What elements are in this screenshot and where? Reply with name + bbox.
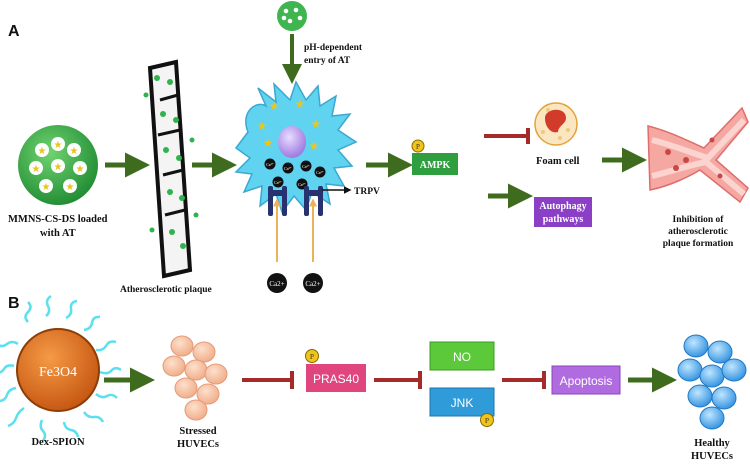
svg-text:Ca²⁺: Ca²⁺ <box>266 162 274 167</box>
at-nanoparticle-icon <box>277 1 307 31</box>
svg-text:★: ★ <box>295 97 306 111</box>
svg-text:★: ★ <box>70 146 79 157</box>
svg-text:★: ★ <box>263 136 274 150</box>
svg-text:Ca²⁺: Ca²⁺ <box>316 170 324 175</box>
phospho-jnk-label: P <box>485 416 489 425</box>
svg-text:Ca2+: Ca2+ <box>269 280 284 288</box>
svg-text:★: ★ <box>257 119 268 133</box>
no-box <box>429 341 495 371</box>
svg-text:★: ★ <box>311 117 322 131</box>
entry-label-1: pH-dependent <box>304 43 363 53</box>
no-label: NO <box>453 350 471 364</box>
core-label: Fe3O4 <box>39 365 77 380</box>
healthy-label-2: HUVECs <box>691 451 733 462</box>
svg-text:★: ★ <box>54 140 63 151</box>
svg-text:★: ★ <box>38 146 47 157</box>
vessel-plaque-icon <box>143 59 199 279</box>
ampk-label: AMPK <box>420 160 451 171</box>
phospho-ampk-label: P <box>416 143 420 151</box>
jnk-box <box>429 387 495 417</box>
stressed-huvecs-icon <box>162 335 228 421</box>
spion-label: Dex-SPION <box>31 437 84 448</box>
panel-a-letter: A <box>8 23 20 40</box>
svg-text:★: ★ <box>269 99 280 113</box>
pras40-label: PRAS40 <box>313 372 359 386</box>
calcium-ion-2: Ca2+ <box>303 273 323 293</box>
apoptosis-box <box>551 365 621 395</box>
foam-cell-label: Foam cell <box>536 156 580 167</box>
jnk-label: JNK <box>451 396 474 410</box>
panel-b-letter: B <box>8 295 20 312</box>
plaque-label: Atherosclerotic plaque <box>120 285 212 295</box>
inhibition-label-2: atherosclerotic <box>668 227 728 237</box>
autophagy-label-2: pathways <box>543 214 584 225</box>
svg-text:Ca2+: Ca2+ <box>305 280 320 288</box>
healthy-label-1: Healthy <box>694 438 730 449</box>
svg-text:★: ★ <box>32 164 41 175</box>
nanoparticle-loaded-icon: ★★★ ★★★ ★★ <box>18 125 98 205</box>
trpv-label: TRPV <box>354 187 380 197</box>
svg-text:★: ★ <box>54 162 63 173</box>
apoptosis-label: Apoptosis <box>560 374 613 388</box>
stressed-label-1: Stressed <box>179 426 216 437</box>
nanoparticle-label-2: with AT <box>40 228 76 239</box>
inhibition-label-3: plaque formation <box>663 239 734 249</box>
svg-text:Ca²⁺: Ca²⁺ <box>284 166 292 171</box>
calcium-ion-1: Ca2+ <box>267 273 287 293</box>
dex-spion-icon <box>0 294 122 442</box>
svg-text:★: ★ <box>76 164 85 175</box>
svg-text:Ca²⁺: Ca²⁺ <box>274 180 282 185</box>
inhibition-label-1: Inhibition of <box>673 215 725 225</box>
phospho-pras40-label: P <box>310 352 314 361</box>
autophagy-box <box>534 197 592 227</box>
phospho-pras40-icon <box>305 349 319 363</box>
artery-icon <box>647 106 749 204</box>
healthy-huvecs-icon <box>677 334 747 430</box>
stressed-label-2: HUVECs <box>177 439 219 450</box>
svg-text:Ca²⁺: Ca²⁺ <box>298 182 306 187</box>
pras40-box <box>306 364 366 392</box>
svg-text:★: ★ <box>42 182 51 193</box>
phospho-ampk-icon <box>411 139 425 153</box>
autophagy-label-1: Autophagy <box>539 201 586 212</box>
entry-label-2: entry of AT <box>304 56 351 66</box>
nanoparticle-label-1: MMNS-CS-DS loaded <box>8 214 108 225</box>
phospho-jnk-icon <box>480 413 494 427</box>
ampk-box <box>412 153 458 175</box>
svg-text:★: ★ <box>309 139 320 153</box>
svg-text:Ca²⁺: Ca²⁺ <box>302 164 310 169</box>
endothelial-cell-icon: ★★★ ★★★ Ca²⁺Ca²⁺Ca²⁺ Ca²⁺Ca²⁺Ca²⁺ <box>234 80 358 216</box>
svg-text:★: ★ <box>66 182 75 193</box>
foam-cell-icon <box>534 102 578 146</box>
